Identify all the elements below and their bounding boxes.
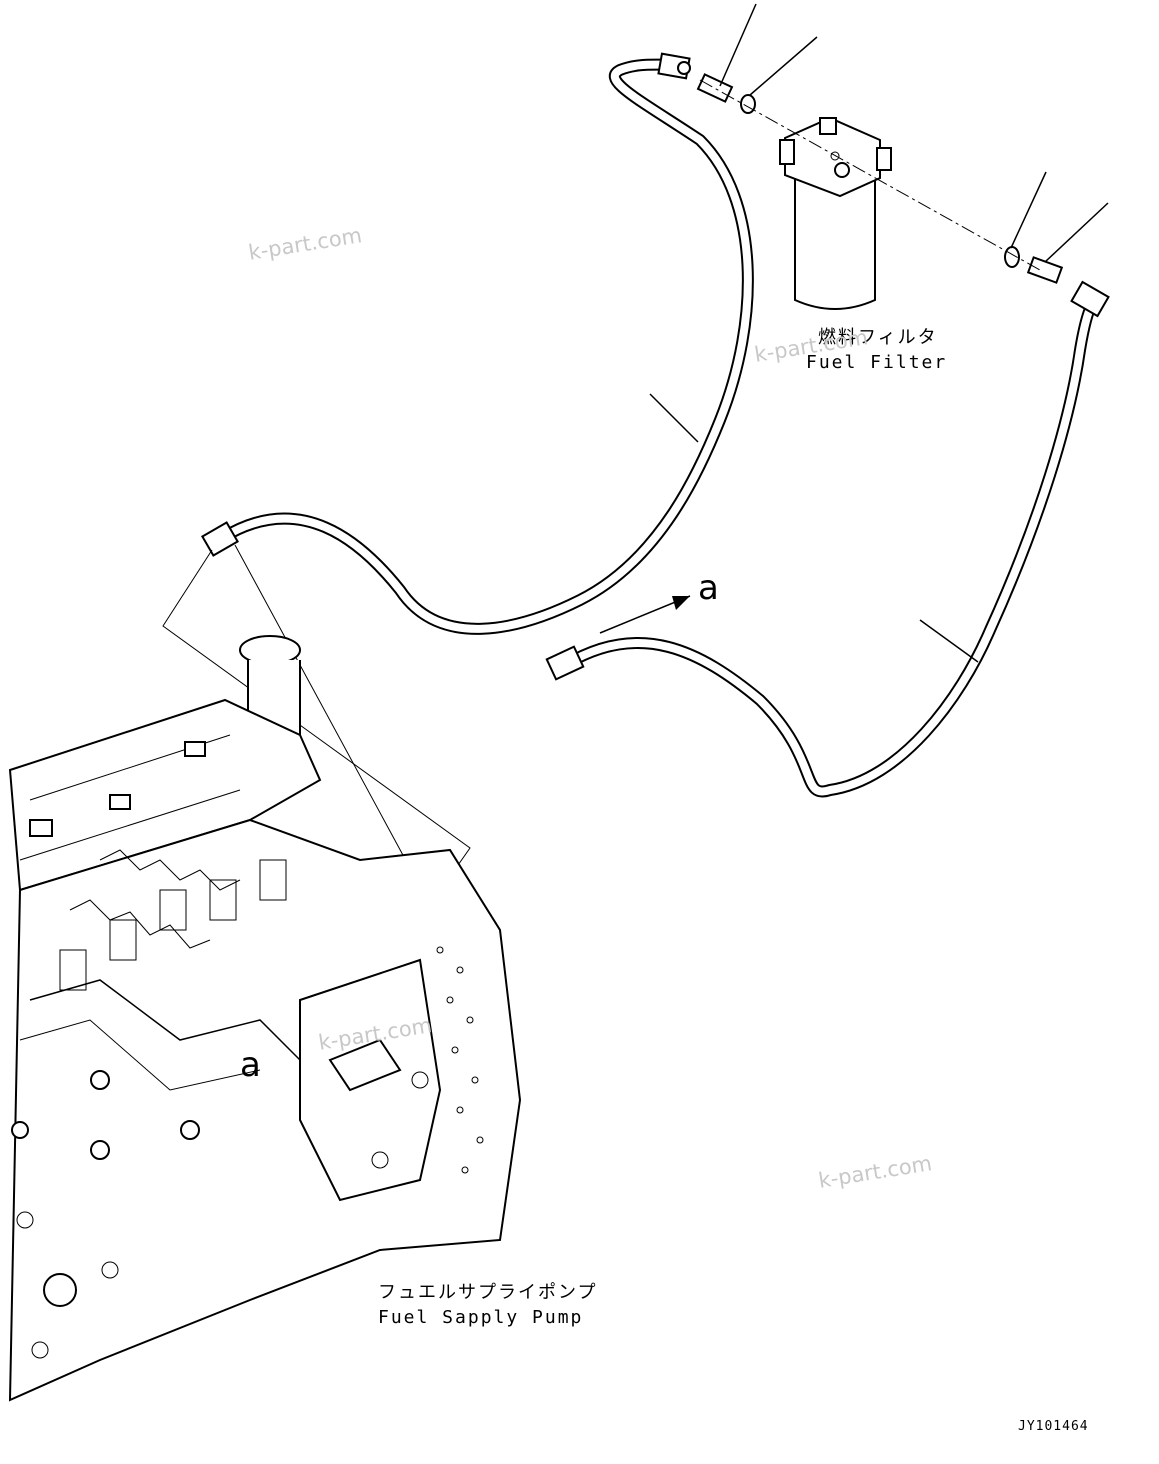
drawing-code: JY101464 [1018, 1419, 1089, 1434]
fuel-pump-label-en: Fuel Sapply Pump [378, 1307, 584, 1328]
ref-a-upper: a [698, 568, 719, 608]
fuel-filter[interactable] [779, 116, 892, 310]
hose-lower[interactable] [545, 280, 1110, 798]
fitting-upper[interactable] [696, 73, 756, 114]
fitting-lower[interactable] [1004, 246, 1064, 284]
engine-block [8, 635, 522, 1402]
fuel-filter-label-en: Fuel Filter [806, 352, 948, 373]
fuel-pump-label-jp: フュエルサプライポンプ [378, 1282, 598, 1303]
hose-upper[interactable] [201, 52, 754, 635]
ref-a-engine: a [240, 1045, 261, 1085]
fuel-filter-label-jp: 燃料フィルタ [818, 327, 938, 348]
